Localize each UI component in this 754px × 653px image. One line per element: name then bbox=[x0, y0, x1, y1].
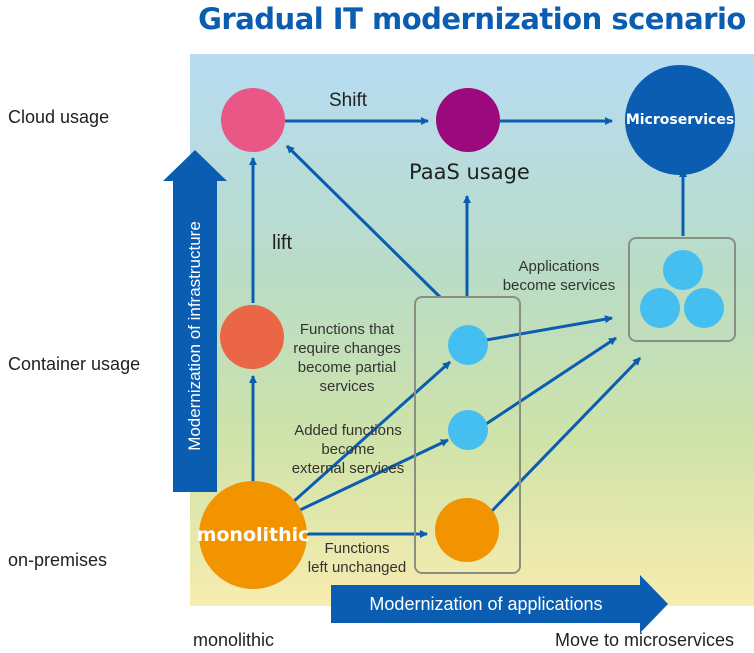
partial-service-node bbox=[448, 325, 488, 365]
unchanged-line-2: left unchanged bbox=[307, 559, 407, 576]
added-line-1: Added functions bbox=[294, 422, 402, 439]
partial-line-2: require changes bbox=[293, 340, 401, 357]
arrow-group-to-pink bbox=[285, 144, 442, 299]
applications-arrow-head bbox=[640, 575, 668, 633]
external-service-node bbox=[448, 410, 488, 450]
added-line-2: become bbox=[321, 441, 375, 458]
arrow-blue2-to-services bbox=[485, 336, 617, 426]
paas-usage-label: PaaS usage bbox=[409, 160, 530, 184]
apps-services-line-1: Applications bbox=[518, 258, 600, 275]
service-node-right bbox=[684, 288, 724, 328]
partial-line-4: services bbox=[319, 378, 375, 395]
applications-arrow-label: Modernization of applications bbox=[369, 593, 603, 614]
service-node-top bbox=[663, 250, 703, 290]
arrow-blue1-to-services bbox=[485, 315, 613, 342]
arrow-mono-to-blue2 bbox=[299, 438, 449, 512]
cloud-lift-node bbox=[221, 88, 285, 152]
microservices-label: Microservices bbox=[625, 112, 735, 128]
row-label-container: Container usage bbox=[8, 354, 141, 374]
services-group bbox=[628, 237, 736, 342]
page-title: Gradual IT modernization scenario bbox=[198, 2, 746, 36]
service-node-left bbox=[640, 288, 680, 328]
row-label-onprem: on-premises bbox=[8, 550, 108, 570]
added-functions-label: Added functions become external services bbox=[278, 421, 418, 478]
microservices-node: Microservices bbox=[625, 65, 735, 175]
partial-line-1: Functions that bbox=[299, 321, 395, 338]
added-line-3: external services bbox=[291, 460, 405, 477]
functions-group bbox=[414, 296, 521, 574]
applications-arrow: Modernization of applications bbox=[331, 585, 641, 623]
unchanged-label: Functions left unchanged bbox=[292, 539, 422, 577]
shift-label: Shift bbox=[329, 90, 368, 111]
bottom-label-microservices: Move to microservices bbox=[555, 630, 735, 650]
arrow-mono-to-blue1 bbox=[292, 360, 451, 504]
paas-node bbox=[436, 88, 500, 152]
unchanged-function-node bbox=[435, 498, 499, 562]
apps-services-line-2: become services bbox=[502, 277, 616, 294]
unchanged-line-1: Functions bbox=[324, 540, 390, 557]
row-label-cloud: Cloud usage bbox=[8, 107, 110, 127]
arrow-orange-to-services bbox=[486, 356, 642, 517]
monolithic-label: monolithic bbox=[196, 524, 310, 546]
partial-line-3: become partial bbox=[297, 359, 397, 376]
apps-become-services-label: Applications become services bbox=[488, 257, 630, 295]
lift-label: lift bbox=[272, 232, 292, 254]
partial-services-label: Functions that require changes become pa… bbox=[282, 320, 412, 396]
container-node bbox=[220, 305, 284, 369]
infrastructure-arrow bbox=[173, 180, 217, 492]
infrastructure-arrow-head bbox=[163, 150, 227, 181]
bottom-label-monolithic: monolithic bbox=[193, 630, 275, 650]
monolithic-node: monolithic bbox=[196, 481, 310, 589]
